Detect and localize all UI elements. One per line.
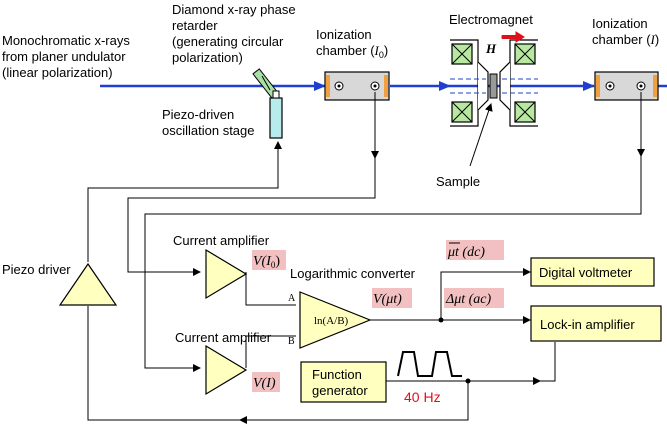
svg-text:V(μt): V(μt) [373, 292, 402, 307]
svg-text:chamber (I0): chamber (I0) [316, 43, 388, 60]
svg-text:Function: Function [312, 367, 362, 382]
retarder-label: Diamond x-ray phase retarder (generating… [172, 2, 296, 65]
svg-text:V(I0): V(I0) [253, 254, 280, 270]
svg-text:chamber (I): chamber (I) [592, 32, 659, 47]
svg-text:Δμt (ac): Δμt (ac) [445, 292, 492, 307]
svg-text:oscillation stage: oscillation stage [162, 123, 255, 138]
log-converter: ln(A/B) A B Logarithmic converter [288, 266, 416, 349]
function-generator: Function generator [300, 361, 387, 403]
digital-voltmeter: Digital voltmeter [530, 257, 655, 287]
svg-text:Sample: Sample [436, 174, 480, 189]
svg-text:V(I): V(I) [253, 376, 276, 391]
v-mut-label: V(μt) [372, 288, 412, 308]
svg-text:Digital voltmeter: Digital voltmeter [539, 265, 633, 280]
ionization-chamber-i-label: Ionization chamber (I) [592, 16, 659, 47]
svg-text:μt (dc): μt (dc) [447, 245, 485, 260]
svg-text:from planer undulator: from planer undulator [2, 49, 126, 64]
source-label: Monochromatic x-rays from planer undulat… [2, 33, 130, 80]
v-i0-label: V(I0) [252, 250, 286, 270]
lockin-amplifier: Lock-in amplifier [530, 305, 662, 342]
electromagnet [450, 39, 538, 127]
svg-text:polarization): polarization) [172, 50, 243, 65]
current-amplifier-top: Current amplifier [173, 233, 270, 300]
svg-text:Diamond x-ray phase: Diamond x-ray phase [172, 2, 296, 17]
electromagnet-label: Electromagnet H [449, 12, 533, 56]
current-amplifier-bottom: Current amplifier [175, 330, 272, 396]
svg-text:Ionization: Ionization [592, 16, 648, 31]
svg-text:H: H [485, 41, 497, 56]
ionization-chamber-i0 [324, 71, 390, 101]
ionization-chamber-i [594, 71, 659, 101]
svg-text:retarder: retarder [172, 18, 218, 33]
svg-text:Current amplifier: Current amplifier [175, 330, 272, 345]
svg-text:Logarithmic converter: Logarithmic converter [290, 266, 416, 281]
signal-wiring [87, 92, 645, 424]
piezo-driver: Piezo driver [2, 262, 118, 306]
svg-text:generator: generator [312, 383, 368, 398]
svg-text:Lock-in amplifier: Lock-in amplifier [540, 317, 635, 332]
frequency-label: 40 Hz [404, 389, 441, 405]
piezo-stage-label: Piezo-driven oscillation stage [162, 107, 255, 138]
dc-label: μt (dc) [446, 240, 504, 260]
svg-text:A: A [288, 293, 296, 304]
svg-text:ln(A/B): ln(A/B) [314, 315, 349, 327]
svg-text:(generating circular: (generating circular [172, 34, 284, 49]
svg-text:Current amplifier: Current amplifier [173, 233, 270, 248]
svg-text:Piezo-driven: Piezo-driven [162, 107, 234, 122]
piezo-stage [269, 90, 283, 139]
svg-text:Piezo driver: Piezo driver [2, 262, 71, 277]
svg-text:Electromagnet: Electromagnet [449, 12, 533, 27]
ionization-chamber-i0-label: Ionization chamber (I0) [316, 27, 388, 60]
svg-text:B: B [288, 336, 295, 347]
ac-label: Δμt (ac) [444, 288, 504, 308]
svg-text:Ionization: Ionization [316, 27, 372, 42]
v-i-label: V(I) [252, 372, 280, 392]
svg-text:(linear polarization): (linear polarization) [2, 65, 113, 80]
svg-text:Monochromatic x-rays: Monochromatic x-rays [2, 33, 130, 48]
square-wave [397, 351, 462, 377]
sample-label: Sample [436, 103, 493, 189]
